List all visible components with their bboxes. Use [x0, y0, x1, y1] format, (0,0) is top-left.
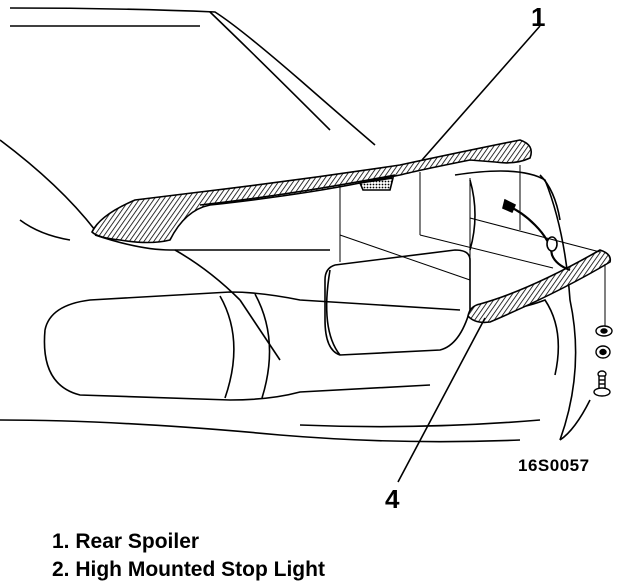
trunk-body-outline: [0, 139, 591, 443]
figure-code: 16S0057: [518, 456, 590, 475]
stop-light-assembly: [467, 198, 612, 324]
fastener-parts: [593, 325, 613, 397]
car-rear-illustration: [0, 7, 613, 483]
callout-leaders: [397, 25, 541, 483]
callout-1-label: 1: [531, 2, 546, 32]
legend-item-stop-light: 2. High Mounted Stop Light: [52, 558, 325, 581]
assembly-lines: [339, 165, 606, 326]
rear-window-outline: [9, 7, 376, 146]
parts-legend: 1. Rear Spoiler 2. High Mounted Stop Lig…: [52, 528, 325, 584]
rear-spoiler: [91, 139, 533, 244]
callout-4-label: 4: [385, 484, 400, 514]
legend-item-rear-spoiler: 1. Rear Spoiler: [52, 530, 200, 553]
tail-lamp-outline: [43, 269, 560, 401]
